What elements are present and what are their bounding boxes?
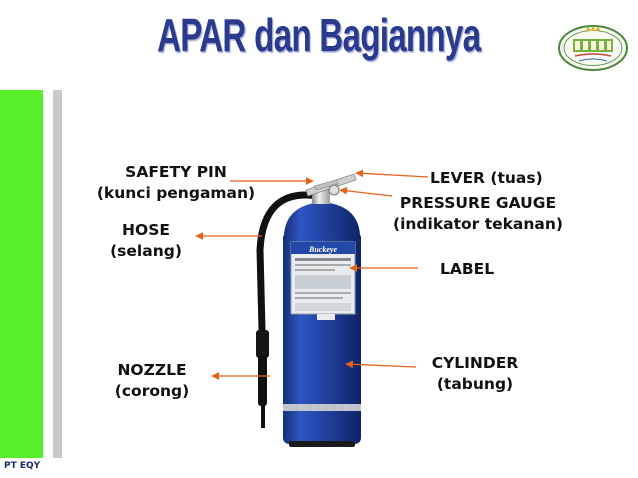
page-title: APAR dan Bagiannya	[157, 9, 481, 61]
label-label-name: LABEL	[440, 260, 495, 278]
label-lever-name: LEVER (tuas)	[430, 169, 543, 187]
fire-extinguisher-illustration: Buckeye	[256, 173, 361, 447]
label-pressure-gauge-name: PRESSURE GAUGE	[399, 194, 557, 212]
footer-company: PT EQY	[4, 461, 41, 471]
label-safety-pin-translation: (kunci pengaman)	[96, 184, 256, 202]
side-bar-gray	[53, 90, 62, 458]
label-hose: HOSE (selang)	[96, 220, 196, 262]
label-nozzle-translation: (corong)	[114, 382, 190, 400]
label-nozzle-name: NOZZLE	[117, 361, 187, 379]
label-pressure-gauge: PRESSURE GAUGE (indikator tekanan)	[378, 193, 578, 235]
label-safety-pin: SAFETY PIN (kunci pengaman)	[86, 162, 266, 204]
label-nozzle: NOZZLE (corong)	[102, 360, 202, 402]
label-cylinder: CYLINDER (tabung)	[420, 353, 530, 395]
company-logo-icon	[558, 25, 628, 71]
arrow-lever	[355, 169, 429, 178]
label-pressure-gauge-translation: (indikator tekanan)	[392, 215, 563, 233]
arrow-pressure-gauge	[339, 186, 393, 197]
label-hose-name: HOSE	[122, 221, 170, 239]
label-hose-translation: (selang)	[110, 242, 182, 260]
label-lever: LEVER (tuas)	[430, 168, 570, 189]
label-label: LABEL	[440, 259, 510, 280]
side-bar-green	[0, 90, 43, 458]
arrow-cylinder	[345, 360, 417, 369]
label-safety-pin-name: SAFETY PIN	[125, 163, 227, 181]
label-cylinder-name: CYLINDER	[431, 354, 519, 372]
extinguisher-brand: Buckeye	[308, 245, 337, 254]
label-cylinder-translation: (tabung)	[436, 375, 514, 393]
